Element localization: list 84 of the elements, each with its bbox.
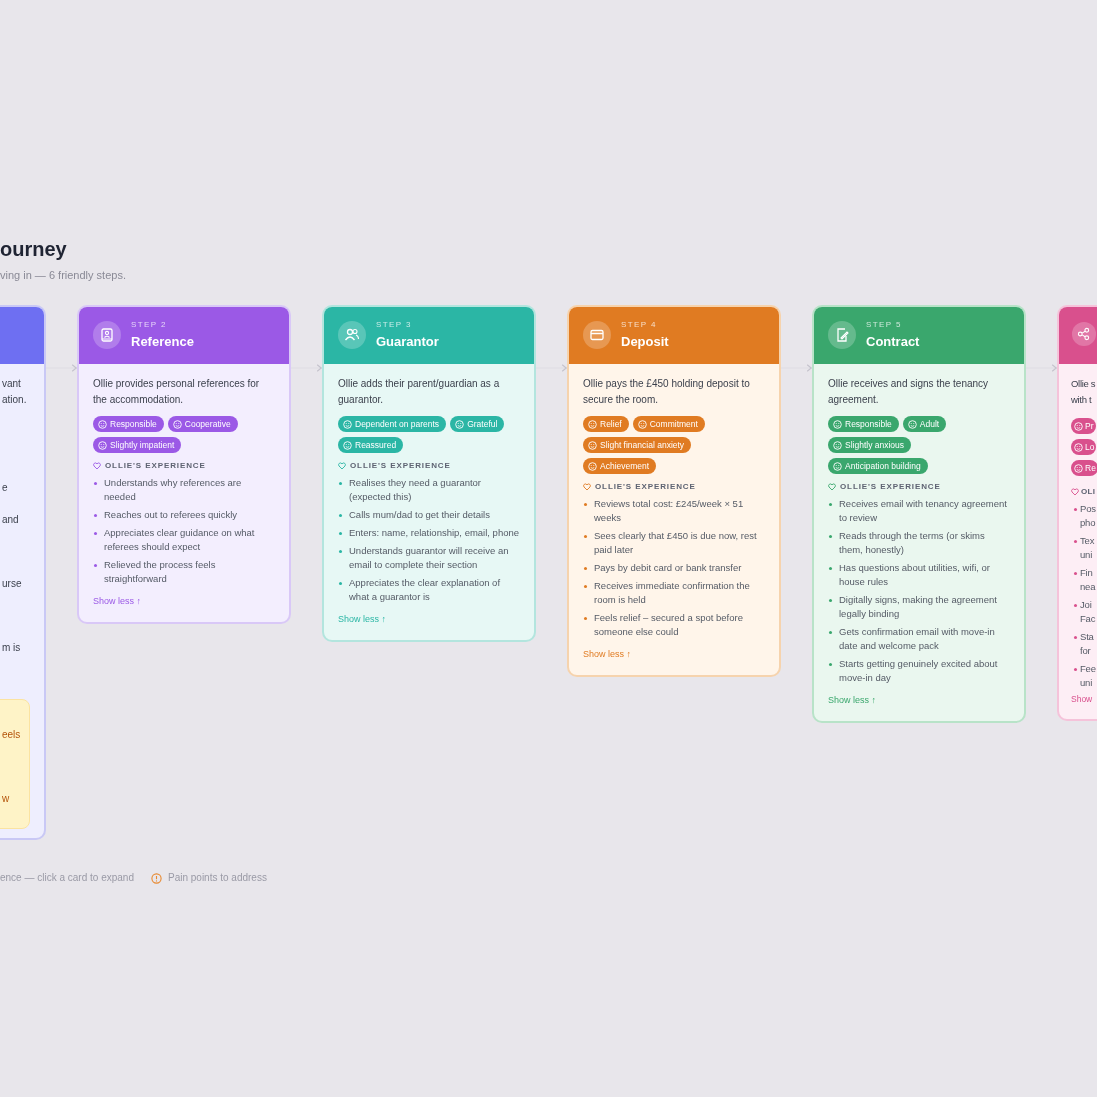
- card-title: Contract: [866, 334, 920, 349]
- experience-item: e: [2, 481, 9, 495]
- experience-item: Reads through the terms (or skims them, honestly): [828, 529, 1010, 557]
- step-label: STEP 2: [131, 320, 167, 329]
- show-less-link: Show: [1071, 694, 1093, 704]
- step-description: Ollie receives and signs the tenancy agreement.: [828, 377, 990, 407]
- step-label: STEP 5: [866, 320, 902, 329]
- tag-text: Grateful: [467, 419, 498, 429]
- show-less-link: Show less ↑: [828, 695, 877, 705]
- experience-item: Gets confirmation email with move-in date and welcome pack: [828, 625, 1010, 653]
- card-title: Deposit: [621, 334, 669, 349]
- tag-text: Reassured: [355, 440, 397, 450]
- experience-item: Pos pho: [1080, 502, 1097, 530]
- tag-text: Slightly anxious: [845, 440, 905, 450]
- experience-item: urse: [2, 577, 23, 591]
- step-card: [322, 305, 536, 642]
- experience-item: m is: [2, 641, 22, 655]
- experience-item: Reviews total cost: £245/week × 51 weeks: [583, 497, 765, 525]
- tag-text: Responsible: [110, 419, 157, 429]
- experience-item: Feels relief – secured a spot before someone else could: [583, 611, 765, 639]
- step-card: [567, 305, 781, 677]
- experience-item: Reaches out to referees quickly: [93, 508, 275, 522]
- experience-item: Fee uni: [1080, 662, 1097, 690]
- section-heading: OLI: [1081, 487, 1096, 496]
- experience-item: Understands why references are needed: [93, 476, 275, 504]
- experience-item: Sees clearly that £450 is due now, rest paid later: [583, 529, 765, 557]
- step-label: STEP 3: [376, 320, 412, 329]
- pain-point-text: eels: [2, 728, 22, 742]
- show-less-link: Show less ↑: [338, 614, 387, 624]
- experience-item: Digitally signs, making the agreement legally binding: [828, 593, 1010, 621]
- legend-text: Pain points to address: [167, 872, 267, 883]
- step-card: [77, 305, 291, 624]
- section-heading: OLLIE'S EXPERIENCE: [840, 482, 941, 491]
- tag-text: Cooperative: [184, 419, 231, 429]
- step-description: Ollie provides personal references for the accommodation.: [93, 377, 261, 407]
- experience-item: and: [2, 513, 20, 527]
- tag-text: Anticipation building: [845, 461, 921, 471]
- experience-item: Joi Fac: [1080, 598, 1097, 626]
- experience-item: Appreciates clear guidance on what referees should expect: [93, 526, 275, 554]
- experience-item: Fin nea: [1080, 566, 1097, 594]
- experience-item: Enters: name, relationship, email, phone: [338, 526, 520, 540]
- section-heading: OLLIE'S EXPERIENCE: [105, 461, 206, 470]
- tag-text: Responsible: [845, 419, 892, 429]
- pain-point-box: [0, 699, 30, 829]
- tag-text: Dependent on parents: [355, 419, 440, 429]
- show-less-link: Show less ↑: [583, 649, 632, 659]
- experience-item: Pays by debit card or bank transfer: [583, 561, 765, 575]
- legend-text: ence — click a card to expand: [0, 872, 134, 883]
- tag-text: Slight financial anxiety: [600, 440, 685, 450]
- experience-item: Tex uni: [1080, 534, 1096, 562]
- tag-text: Adult: [919, 419, 940, 429]
- experience-item: Has questions about utilities, wifi, or house rules: [828, 561, 1010, 589]
- experience-item: Appreciates the clear explanation of what a guarantor is: [338, 576, 520, 604]
- experience-item: Receives immediate confirmation the room is held: [583, 579, 765, 607]
- section-heading: OLLIE'S EXPERIENCE: [350, 461, 451, 470]
- tag-text: Slightly impatient: [110, 440, 175, 450]
- section-heading: OLLIE'S EXPERIENCE: [595, 482, 696, 491]
- step-card: [1057, 305, 1097, 721]
- pain-point-text: w: [2, 792, 11, 806]
- tag-text: Lo: [1085, 442, 1095, 452]
- step-description: Ollie adds their parent/guardian as a guarantor.: [338, 377, 501, 407]
- experience-item: Receives email with tenancy agreement to review: [828, 497, 1010, 525]
- step-card: [812, 305, 1026, 723]
- page-subtitle: ving in — 6 friendly steps.: [0, 269, 126, 281]
- tag-text: Pr: [1085, 421, 1094, 431]
- experience-item: Starts getting genuinely excited about move-in day: [828, 657, 1010, 685]
- tag-text: Commitment: [649, 419, 698, 429]
- page-title: ourney: [0, 238, 67, 261]
- step-card: [0, 305, 46, 840]
- experience-item: Calls mum/dad to get their details: [338, 508, 520, 522]
- step-description: Ollie pays the £450 holding deposit to secure the room.: [583, 377, 751, 407]
- step-label: STEP 4: [621, 320, 657, 329]
- experience-item: Sta for: [1080, 630, 1095, 658]
- tag-text: Re: [1085, 463, 1096, 473]
- card-title: Reference: [131, 334, 194, 349]
- experience-item: Realises they need a guarantor (expected this): [338, 476, 520, 504]
- tag-text: Achievement: [600, 461, 650, 471]
- experience-item: Understands guarantor will receive an email to complete their section: [338, 544, 520, 572]
- experience-item: Relieved the process feels straightforward: [93, 558, 275, 586]
- tag-text: Relief: [600, 419, 622, 429]
- step-description: Ollie s with t: [1071, 377, 1097, 407]
- card-title: Guarantor: [376, 334, 439, 349]
- show-less-link: Show less ↑: [93, 596, 142, 606]
- step-description: vant ation.: [2, 377, 28, 407]
